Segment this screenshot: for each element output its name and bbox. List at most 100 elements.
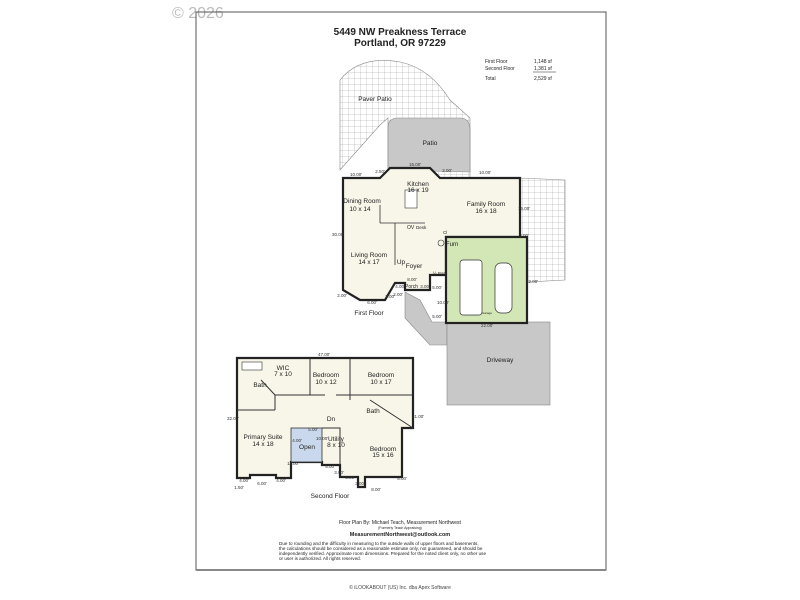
patio-label: Patio [423,140,438,147]
room-name: Kitchen [407,181,429,188]
svg-text:30.00': 30.00' [332,232,344,237]
svg-text:2.50': 2.50' [375,169,385,174]
foyer-label: Foyer [406,263,423,270]
area-label: First Floor [485,59,508,65]
svg-text:1.50': 1.50' [234,485,244,490]
room-name: WIC [277,365,290,372]
svg-text:3.00': 3.00' [420,284,430,289]
svg-text:15.00': 15.00' [409,162,421,167]
garage [444,235,529,325]
credit: Floor Plan By: Michael Teach, Measuremen… [339,520,462,526]
svg-text:16.00': 16.00' [518,206,530,211]
bath-label: Bath [366,408,380,415]
room-name: Family Room [467,201,505,208]
watermark: © 2026 [172,5,224,22]
room-size: 10 x 17 [370,379,392,386]
desk-label: Desk [416,225,427,230]
disclaimer-line: the calculations should be considered as… [279,546,483,551]
furnace-label: Furn [446,242,458,248]
area-value: 1,148 sf [534,59,552,65]
paver-patio-label: Paver Patio [358,96,392,103]
room-name: Dining Room [343,198,381,205]
first-floor-dimensions: 15.00' 10.00' 2.50' 2.00' 10.00' 16.00' … [332,162,538,328]
svg-text:4.00': 4.00' [239,478,249,483]
area-label: Second Floor [485,66,515,72]
svg-text:5.00': 5.00' [432,285,442,290]
svg-text:11.00': 11.00' [287,461,299,466]
room-name: Primary Suite [243,434,282,441]
svg-text:2.00': 2.00' [393,292,403,297]
room-size: 10 x 14 [349,206,371,213]
oven-label: OV [407,225,415,231]
area-value: 1,381 sf [534,66,552,72]
porch-label: Porch [405,284,418,290]
svg-text:6.00': 6.00' [367,300,377,305]
car-icon [494,262,513,314]
svg-text:4.00': 4.00' [276,478,286,483]
open-to-below [290,427,323,463]
svg-text:10.00': 10.00' [479,170,491,175]
room-size: 14 x 17 [358,259,380,266]
svg-text:2.00': 2.00' [337,293,347,298]
room-size: 16 x 18 [475,208,497,215]
address-line1: 5449 NW Preakness Terrace [334,27,467,38]
interior-walls [379,205,425,265]
svg-text:8.00': 8.00' [407,277,417,282]
svg-text:31.00': 31.00' [412,414,424,419]
svg-text:8.00': 8.00' [519,233,529,238]
disclaimer-line: independently verified. Approximate room… [279,551,486,556]
svg-text:4.00': 4.00' [395,284,405,289]
svg-text:2.00': 2.00' [442,168,452,173]
svg-text:5.00': 5.00' [432,314,442,319]
svg-text:4.00': 4.00' [292,438,302,443]
disclaimer-line: Due to rounding and the difficulty in me… [279,541,479,546]
car-icon [459,259,483,316]
svg-text:10.00': 10.00' [316,436,328,441]
svg-text:6.00': 6.00' [257,481,267,486]
area-table: First Floor 1,148 sf Second Floor 1,381 … [485,59,556,82]
svg-text:8.00': 8.00' [397,476,407,481]
stairs-down-label: Dn [327,416,336,423]
closet-label: Cl [443,230,447,235]
second-floor-title: Second Floor [311,493,350,500]
room-size: 14 x 18 [252,441,274,448]
room-size: 15 x 16 [372,452,394,459]
svg-text:5.00': 5.00' [308,427,318,432]
formerly: (Formerly Teach Appraising) [378,526,422,530]
bathtub-icon [241,361,263,371]
svg-text:2.00': 2.00' [385,294,395,299]
svg-text:10.00': 10.00' [437,300,449,305]
svg-text:22.00': 22.00' [481,323,493,328]
svg-text:22.00': 22.00' [526,279,538,284]
garage-label: Garage [482,311,492,315]
patio [387,117,471,173]
room-size: 8 x 10 [327,442,345,449]
area-label: Total [485,76,496,82]
copyright: © iLOOKABOUT (US) Inc. dba Apex Software [349,584,451,591]
room-size: 7 x 10 [274,371,292,378]
first-floor-title: First Floor [354,310,384,317]
room-name: Bedroom [313,372,339,379]
interior-walls [237,358,414,465]
area-value: 2,529 sf [534,76,552,82]
room-size: 16 x 19 [407,187,429,194]
driveway [446,321,551,406]
email: MeasurementNorthwest@outlook.com [350,532,451,538]
svg-text:5.00': 5.00' [345,475,355,480]
room-size: 10 x 12 [315,379,337,386]
room-name: Living Room [351,252,387,259]
room-name: Bedroom [368,372,394,379]
stairs-up-label: Up [397,259,406,266]
svg-text:47.00': 47.00' [318,352,330,357]
disclaimer-line: or user is authorized. All rights reserv… [279,556,361,561]
kitchen-island [404,189,418,209]
room-name: Utility [328,436,345,443]
furnace-icon [437,239,445,247]
second-floor-dimensions: 47.00' 32.00' 31.00' 5.00' 4.00' 10.00' … [227,352,424,492]
first-floor-outline [341,166,522,302]
bath-label: Bath [253,382,267,389]
svg-text:3.00': 3.00' [355,481,365,486]
svg-text:5.00': 5.00' [325,464,335,469]
address-line2: Portland, OR 97229 [354,38,446,49]
